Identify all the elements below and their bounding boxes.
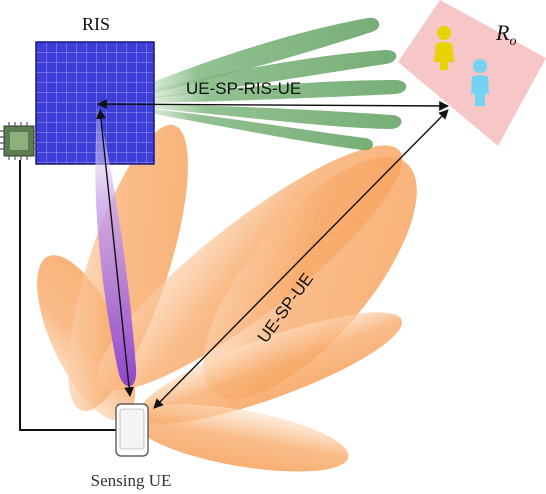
ris-label: RIS: [82, 14, 110, 34]
controller-chip-icon: [0, 122, 37, 160]
arrow-ue-sp: [153, 109, 449, 409]
region-label: Ro: [495, 20, 516, 49]
control-link: [19, 160, 116, 431]
person-yellow-icon: [434, 26, 454, 70]
ue-beampattern: [37, 124, 417, 472]
region-ro: [398, 0, 546, 146]
sensing-ue-label: Sensing UE: [91, 471, 172, 490]
region-label-sub: o: [509, 34, 516, 49]
arrow-ris-sp: [97, 99, 449, 111]
phone-icon: [115, 403, 149, 457]
path-ris-label: UE-SP-RIS-UE: [186, 79, 301, 98]
arrow-ris-ue: [96, 109, 134, 397]
region-label-main: R: [495, 20, 510, 45]
ris-panel-icon: [35, 41, 155, 165]
orange-lobe: [131, 404, 349, 472]
person-cyan-icon: [471, 59, 489, 106]
